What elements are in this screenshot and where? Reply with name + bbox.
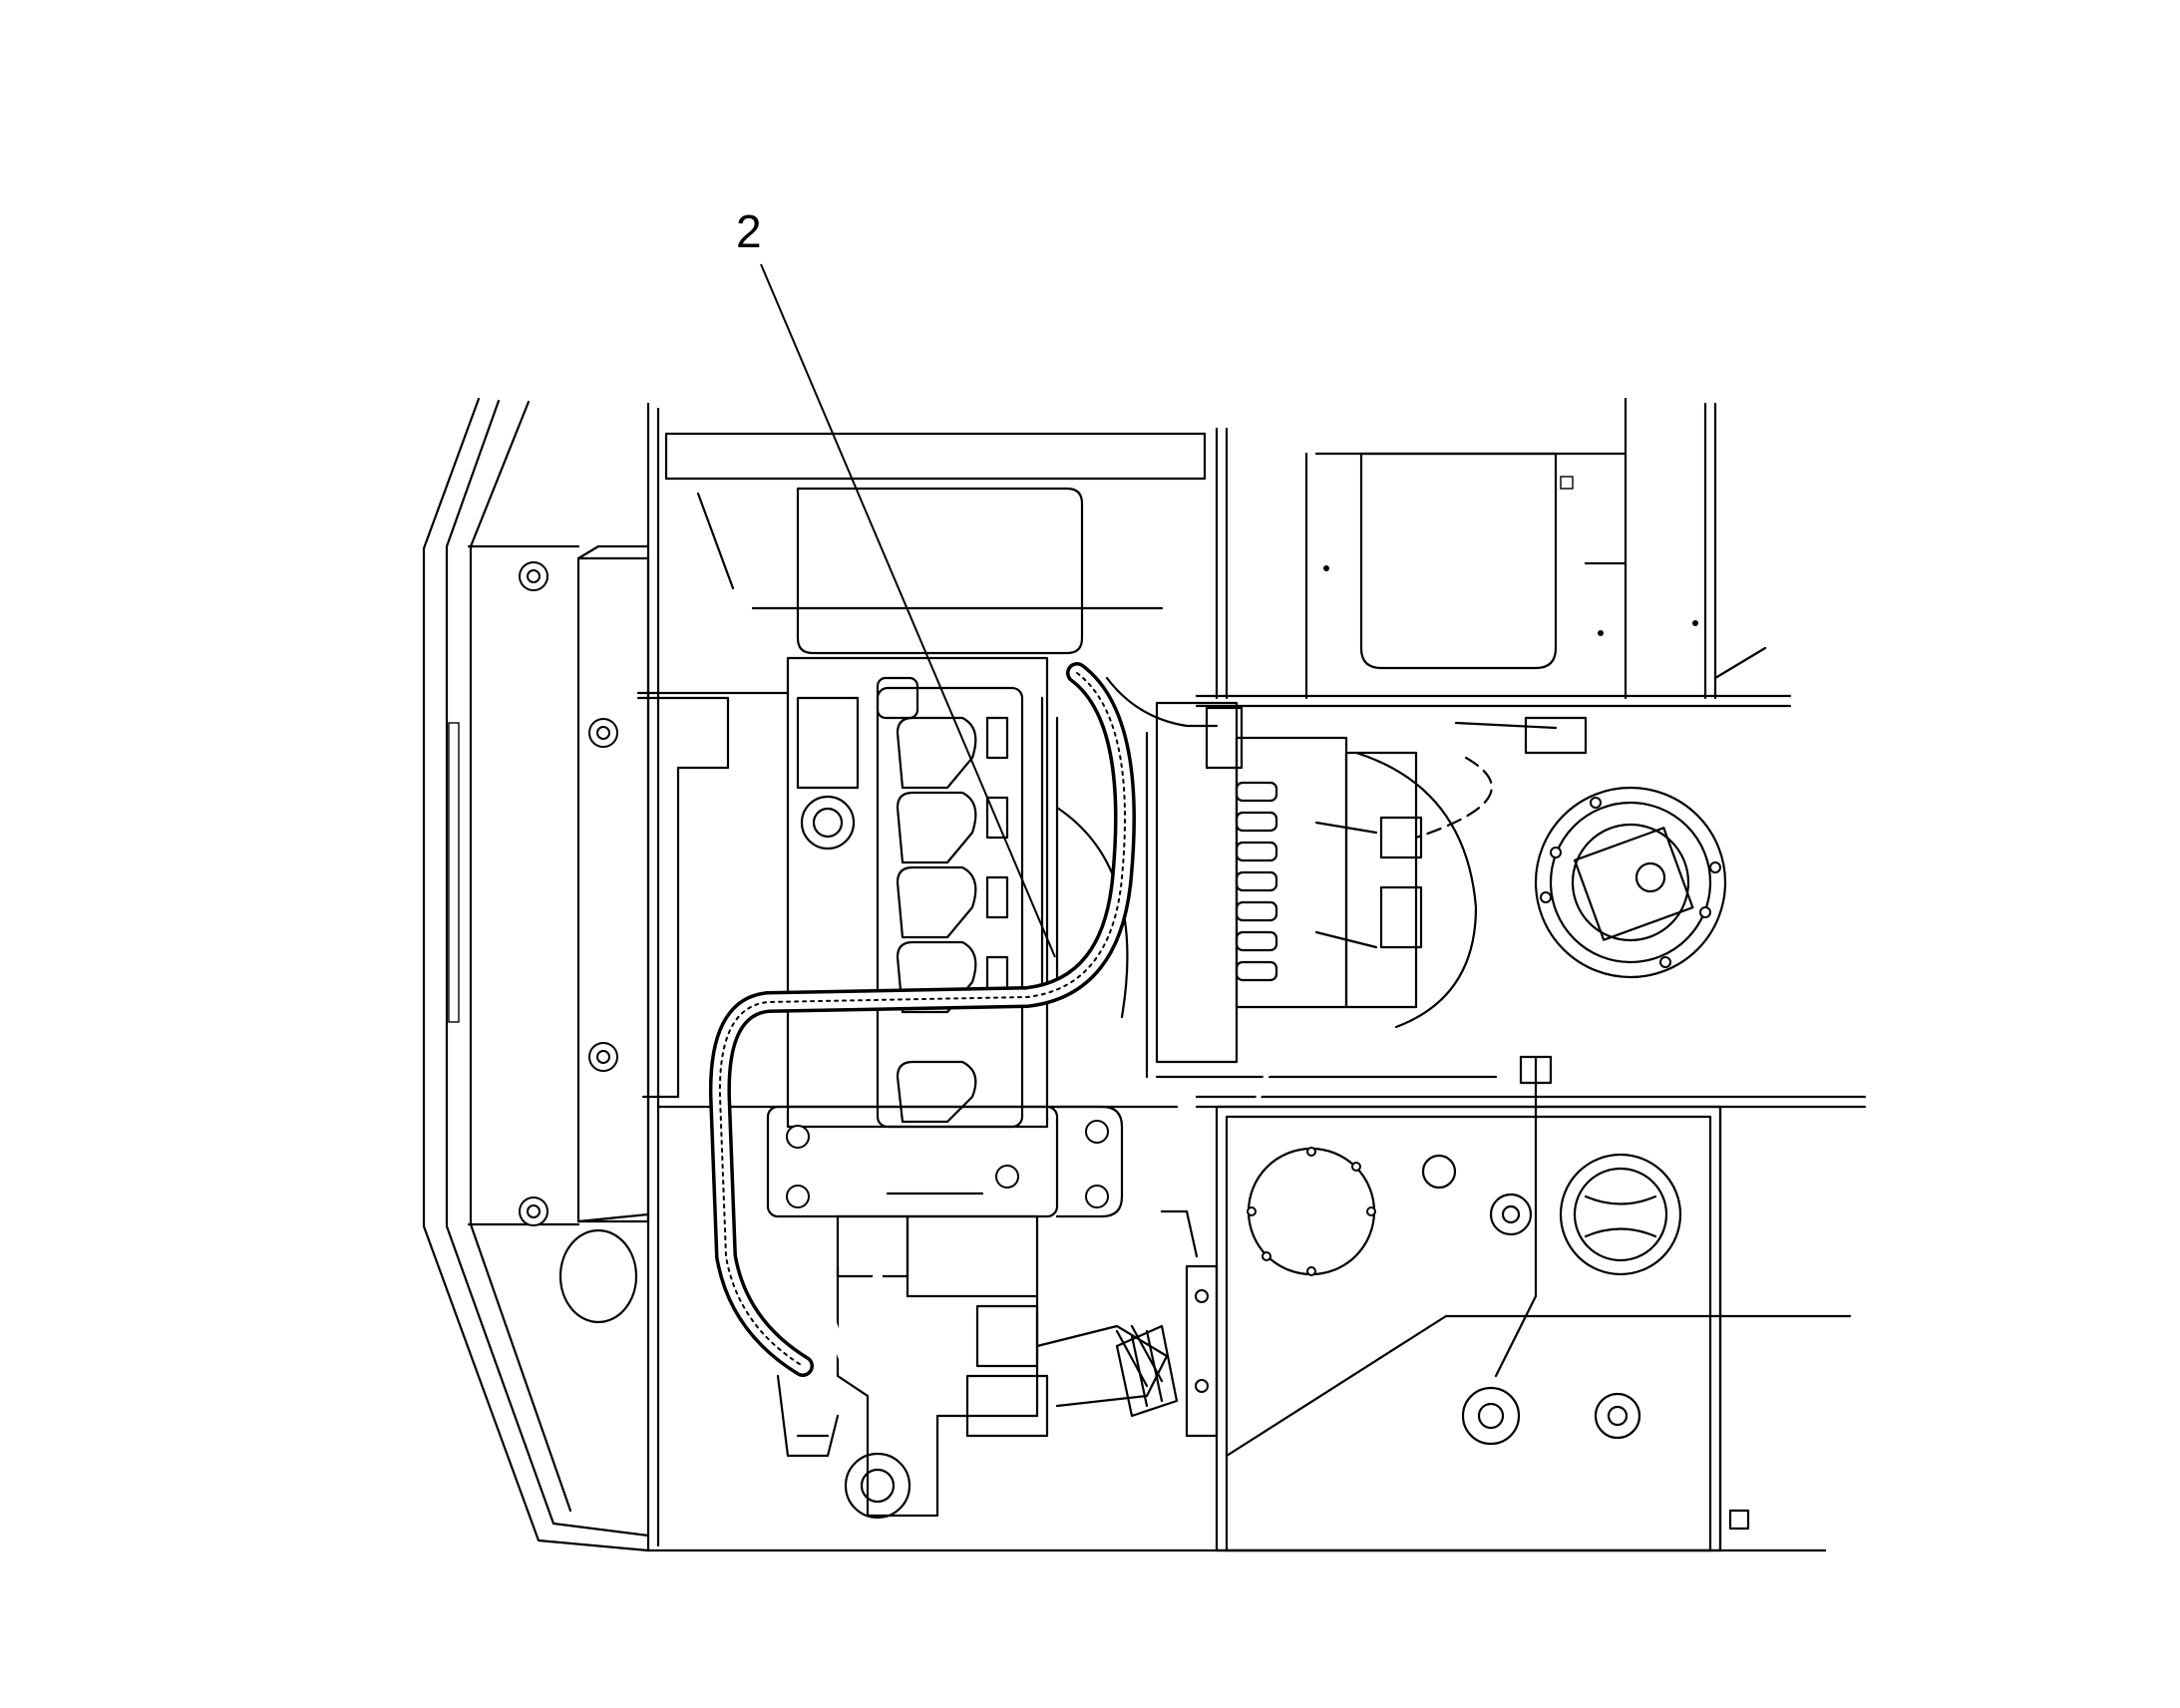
valve-spools [1235,781,1278,982]
pump-assembly [766,1105,1169,1520]
upper-cover [664,432,1207,655]
hydraulic-tank [1195,1055,1867,1552]
counterweight-bolts [519,561,618,1226]
exhaust-pipe [1115,1209,1219,1438]
control-valve [1145,701,1498,1079]
swing-motor [1534,786,1727,979]
injector-covers [896,716,977,1124]
callout-2-label: 2 [736,205,762,257]
wiring-harness [708,662,1588,1377]
upper-right-panel [1314,452,1767,680]
callout-2-leader [760,263,1056,958]
